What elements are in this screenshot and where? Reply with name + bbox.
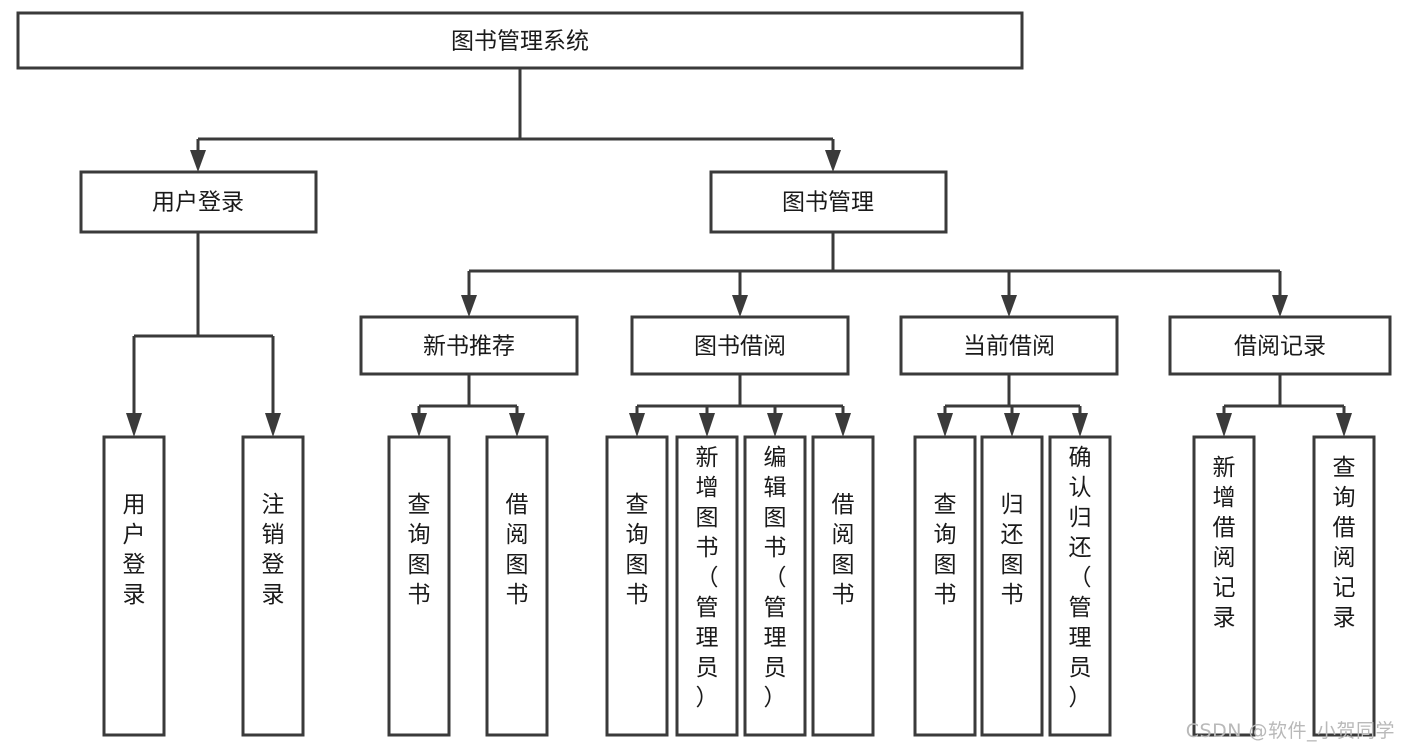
node-leaf-confirm-return-label: 确认归还（管理员） [1069, 445, 1092, 711]
node-leaf-borrow-book-2-label: 借阅图书 [832, 492, 855, 608]
node-leaf-query-record-box[interactable] [1312, 435, 1376, 737]
node-leaf-add-book-box[interactable] [675, 435, 739, 737]
node-leaf-query-book-3-box[interactable] [913, 435, 977, 737]
node-borrow-record-box[interactable] [1168, 315, 1392, 376]
node-root-label: 图书管理系统 [451, 29, 589, 55]
arrow-currentborrow-leaf-2 [1004, 413, 1020, 437]
node-user-login[interactable]: 用户登录 [79, 170, 318, 234]
arrow-userlogin-leaf-1 [126, 413, 142, 437]
arrow-bookborrow-leaf-2 [699, 413, 715, 437]
edges-layer [126, 68, 1352, 437]
node-book-borrow-label: 图书借阅 [694, 334, 786, 360]
node-leaf-query-record[interactable]: 查询借阅记录 [1312, 435, 1376, 737]
csdn-watermark: CSDN @软件_小贺同学 [1185, 720, 1395, 742]
node-book-manage-box[interactable] [709, 170, 948, 234]
node-leaf-borrow-book-1-box[interactable] [485, 435, 549, 737]
node-root[interactable]: 图书管理系统 [16, 11, 1024, 70]
node-leaf-add-record[interactable]: 新增借阅记录 [1192, 435, 1256, 737]
node-current-borrow-label: 当前借阅 [963, 334, 1055, 360]
node-leaf-edit-book-label: 编辑图书（管理员） [764, 445, 787, 711]
arrow-currentborrow-leaf-3 [1072, 413, 1088, 437]
node-leaf-return-book[interactable]: 归还图书 [980, 435, 1044, 737]
node-leaf-borrow-book-2-box[interactable] [811, 435, 875, 737]
arrow-root-to-book-manage [825, 150, 841, 172]
node-leaf-confirm-return[interactable]: 确认归还（管理员） [1048, 435, 1112, 737]
arrow-bookmanage-to-book-borrow [732, 295, 748, 317]
node-leaf-return-book-label: 归还图书 [1001, 492, 1024, 608]
node-leaf-edit-book-box[interactable] [743, 435, 807, 737]
node-book-borrow-box[interactable] [630, 315, 850, 376]
arrow-bookmanage-to-borrow-record [1272, 295, 1288, 317]
node-leaf-add-book-label: 新增图书（管理员） [696, 445, 719, 711]
arrow-bookmanage-to-new-book-recommend [461, 295, 477, 317]
arrow-bookborrow-leaf-1 [629, 413, 645, 437]
node-user-login-label: 用户登录 [152, 190, 244, 216]
node-book-manage[interactable]: 图书管理 [709, 170, 948, 234]
node-leaf-add-book[interactable]: 新增图书（管理员） [675, 435, 739, 737]
node-leaf-return-book-box[interactable] [980, 435, 1044, 737]
node-leaf-add-record-label: 新增借阅记录 [1213, 455, 1236, 631]
node-leaf-query-book-2-label: 查询图书 [626, 492, 649, 608]
node-new-book-recommend[interactable]: 新书推荐 [359, 315, 579, 376]
node-leaf-query-record-label: 查询借阅记录 [1333, 455, 1356, 631]
arrow-bookborrow-leaf-3 [767, 413, 783, 437]
arrow-userlogin-leaf-2 [265, 413, 281, 437]
node-leaf-logout[interactable]: 注销登录 [241, 435, 305, 737]
node-leaf-query-book-2-box[interactable] [605, 435, 669, 737]
node-leaf-user-login-label: 用户登录 [123, 492, 146, 608]
node-leaf-user-login[interactable]: 用户登录 [102, 435, 166, 737]
arrow-borrowrecord-leaf-2 [1336, 413, 1352, 437]
node-leaf-borrow-book-2[interactable]: 借阅图书 [811, 435, 875, 737]
node-leaf-borrow-book-1[interactable]: 借阅图书 [485, 435, 549, 737]
node-borrow-record-label: 借阅记录 [1234, 334, 1326, 360]
arrow-currentborrow-leaf-1 [937, 413, 953, 437]
node-new-book-recommend-box[interactable] [359, 315, 579, 376]
node-book-borrow[interactable]: 图书借阅 [630, 315, 850, 376]
node-current-borrow[interactable]: 当前借阅 [899, 315, 1119, 376]
node-leaf-add-record-box[interactable] [1192, 435, 1256, 737]
node-user-login-box[interactable] [79, 170, 318, 234]
arrow-newbook-leaf-2 [509, 413, 525, 437]
arrow-bookborrow-leaf-4 [835, 413, 851, 437]
node-leaf-user-login-box[interactable] [102, 435, 166, 737]
arrow-root-to-user-login [190, 150, 206, 172]
node-leaf-borrow-book-1-label: 借阅图书 [506, 492, 529, 608]
arrow-newbook-leaf-1 [411, 413, 427, 437]
node-leaf-edit-book[interactable]: 编辑图书（管理员） [743, 435, 807, 737]
node-current-borrow-box[interactable] [899, 315, 1119, 376]
node-book-manage-label: 图书管理 [782, 190, 874, 216]
node-leaf-logout-box[interactable] [241, 435, 305, 737]
arrow-bookmanage-to-current-borrow [1001, 295, 1017, 317]
node-leaf-query-book-1-label: 查询图书 [408, 492, 431, 608]
nodes-layer: 图书管理系统 用户登录 图书管理 新书推荐 图书借阅 当前 [16, 11, 1392, 737]
node-root-box[interactable] [16, 11, 1024, 70]
node-leaf-query-book-2[interactable]: 查询图书 [605, 435, 669, 737]
node-leaf-confirm-return-box[interactable] [1048, 435, 1112, 737]
node-leaf-query-book-1-box[interactable] [387, 435, 451, 737]
node-leaf-query-book-3-label: 查询图书 [934, 492, 957, 608]
node-leaf-query-book-3[interactable]: 查询图书 [913, 435, 977, 737]
node-leaf-query-book-1[interactable]: 查询图书 [387, 435, 451, 737]
node-borrow-record[interactable]: 借阅记录 [1168, 315, 1392, 376]
arrow-borrowrecord-leaf-1 [1216, 413, 1232, 437]
node-leaf-logout-label: 注销登录 [262, 492, 285, 608]
node-new-book-recommend-label: 新书推荐 [423, 334, 515, 360]
